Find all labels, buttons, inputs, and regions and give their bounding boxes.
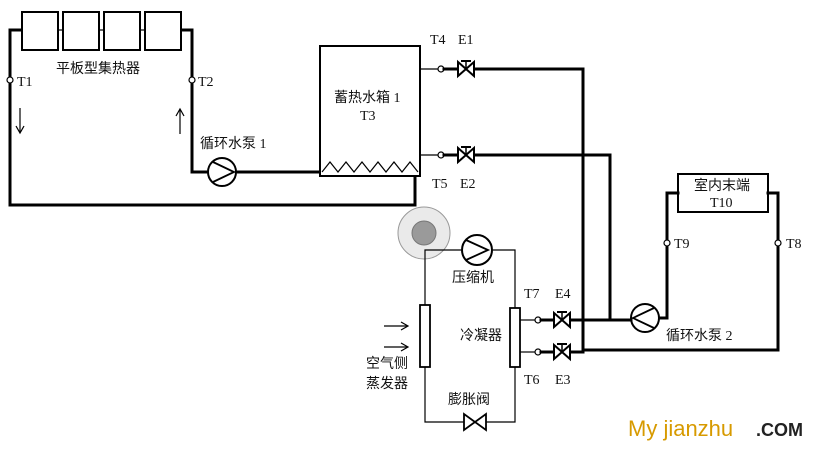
collector-supply-pipe: [178, 28, 210, 174]
expansion-valve: [463, 412, 487, 432]
sensor-t7-label: T7: [524, 287, 540, 302]
watermark-prefix: My jianzhu: [628, 416, 733, 441]
compressor-to-condenser-line: [493, 249, 516, 308]
sensor-t1-label: T1: [17, 75, 33, 90]
pump1-label: 循环水泵 1: [200, 136, 267, 152]
heat-pump-loop: 压缩机 空气侧 蒸发器 膨胀阀 冷凝器: [366, 206, 521, 432]
terminal-label-line1: 室内末端: [694, 177, 750, 194]
storage-tank-body: [319, 45, 421, 177]
collector-label: 平板型集热器: [56, 60, 140, 77]
evaporator-label-line2: 蒸发器: [366, 376, 408, 392]
sensor-t8-label: T8: [786, 237, 802, 252]
flat-plate-collector: 平板型集热器: [21, 11, 182, 77]
sensor-t4-label: T4: [430, 33, 446, 48]
circulation-pump-2: [630, 303, 660, 333]
collector-panel: [144, 11, 182, 51]
sensor-t1-marker: [6, 76, 14, 84]
valve-e2: [457, 145, 468, 165]
fan-icon: [411, 220, 437, 246]
compressor-label: 压缩机: [452, 270, 494, 286]
flow-arrow-up: [175, 107, 185, 134]
collector-return-pipe: [8, 28, 417, 207]
valve-e4: [553, 310, 564, 330]
circulation-pump-1: [207, 157, 237, 187]
valve-e1-label: E1: [458, 33, 474, 48]
sensor-t5-label: T5: [432, 177, 448, 192]
sensor-t2-marker: [188, 76, 196, 84]
terminal-label-line2: T10: [710, 196, 733, 211]
evap-to-valve-line: [424, 367, 464, 423]
evaporator-label-line1: 空气侧: [366, 356, 408, 372]
watermark-suffix: .COM: [756, 420, 803, 440]
site-watermark: My jianzhu .COM: [628, 416, 803, 441]
valve-e3-label: E3: [555, 373, 571, 388]
evap-to-compressor-line: [424, 249, 461, 305]
pump2-label: 循环水泵 2: [666, 328, 733, 344]
solar-collector-loop: [8, 28, 417, 207]
indoor-terminal: 室内末端 T10: [677, 173, 769, 213]
collector-panel: [103, 11, 141, 51]
valve-e4-label: E4: [555, 287, 571, 302]
condenser: [509, 307, 521, 368]
sensor-t2-label: T2: [198, 75, 214, 90]
tank-heating-coil: [321, 161, 419, 173]
condenser-label: 冷凝器: [460, 328, 502, 344]
collector-panel: [62, 11, 100, 51]
tank-label-line2: T3: [360, 109, 376, 124]
sensor-t9-marker: [663, 239, 671, 247]
sensor-t9-label: T9: [674, 237, 690, 252]
indoor-terminal-box: [677, 173, 769, 213]
sensor-t6-label: T6: [524, 373, 540, 388]
tank-lower-pipe: [442, 153, 612, 322]
terminal-right-pipe: [581, 191, 780, 352]
evaporator: [419, 304, 431, 368]
sensor-t8-marker: [774, 239, 782, 247]
tank-label-line1: 蓄热水箱 1: [334, 90, 401, 106]
valve-e3: [553, 342, 564, 362]
flow-arrow-down: [15, 108, 25, 135]
valve-e1: [457, 59, 468, 79]
collector-panel: [21, 11, 59, 51]
storage-tank: 蓄热水箱 1 T3: [319, 45, 421, 177]
air-inflow-arrows: [384, 321, 410, 352]
terminal-left-pipe: [658, 191, 680, 320]
valve-e2-label: E2: [460, 177, 476, 192]
valve-to-condenser-line: [486, 367, 516, 423]
expansion-valve-label: 膨胀阀: [448, 391, 490, 408]
